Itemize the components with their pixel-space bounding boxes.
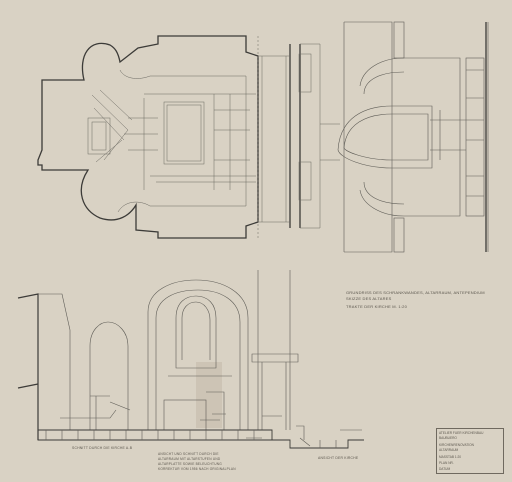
title-line-1: ATELIER FUER KIRCHENBAU — [439, 431, 484, 435]
side-plan — [337, 21, 489, 253]
plan-note-1: GRUNDRISS DES SCHRANKWANDES, ALTARRAUM, … — [346, 290, 485, 295]
floor-plan — [37, 35, 301, 239]
bottom-note-4: KORREKTUR VOM 1956 NACH ORIGINALPLAN — [158, 467, 236, 471]
title-line-5: MASSTAB 1:20 — [439, 455, 462, 459]
bottom-note-3: ALTARPLATTE SOWIE BELEUCHTUNG — [158, 462, 222, 466]
plan-note-2: SKIZZE DES ALTARES — [346, 296, 392, 301]
title-line-3: KIRCHENRENOVATION — [439, 443, 474, 447]
section-label-left: SCHNITT DURCH DIE KIRCHE A-B — [72, 446, 133, 450]
title-line-4: ALTARRAUM — [439, 448, 459, 452]
title-line-7: DATUM — [439, 467, 451, 471]
section-label-right: ANSICHT DER KIRCHE — [318, 456, 359, 460]
plan-note-3: TRAKTE DER KIRCHE M. 1:20 — [346, 304, 408, 309]
elevation-section — [17, 270, 364, 449]
bottom-note-2: ALTARRAUM MIT ALTARSTUFEN UND — [158, 457, 221, 461]
title-line-6: PLAN NR. — [439, 461, 454, 465]
bottom-note-1: ANSICHT UND SCHNITT DURCH DIE — [158, 452, 219, 456]
title-block: ATELIER FUER KIRCHENBAU BAUBUERO KIRCHEN… — [436, 428, 504, 474]
title-line-2: BAUBUERO — [439, 436, 457, 440]
